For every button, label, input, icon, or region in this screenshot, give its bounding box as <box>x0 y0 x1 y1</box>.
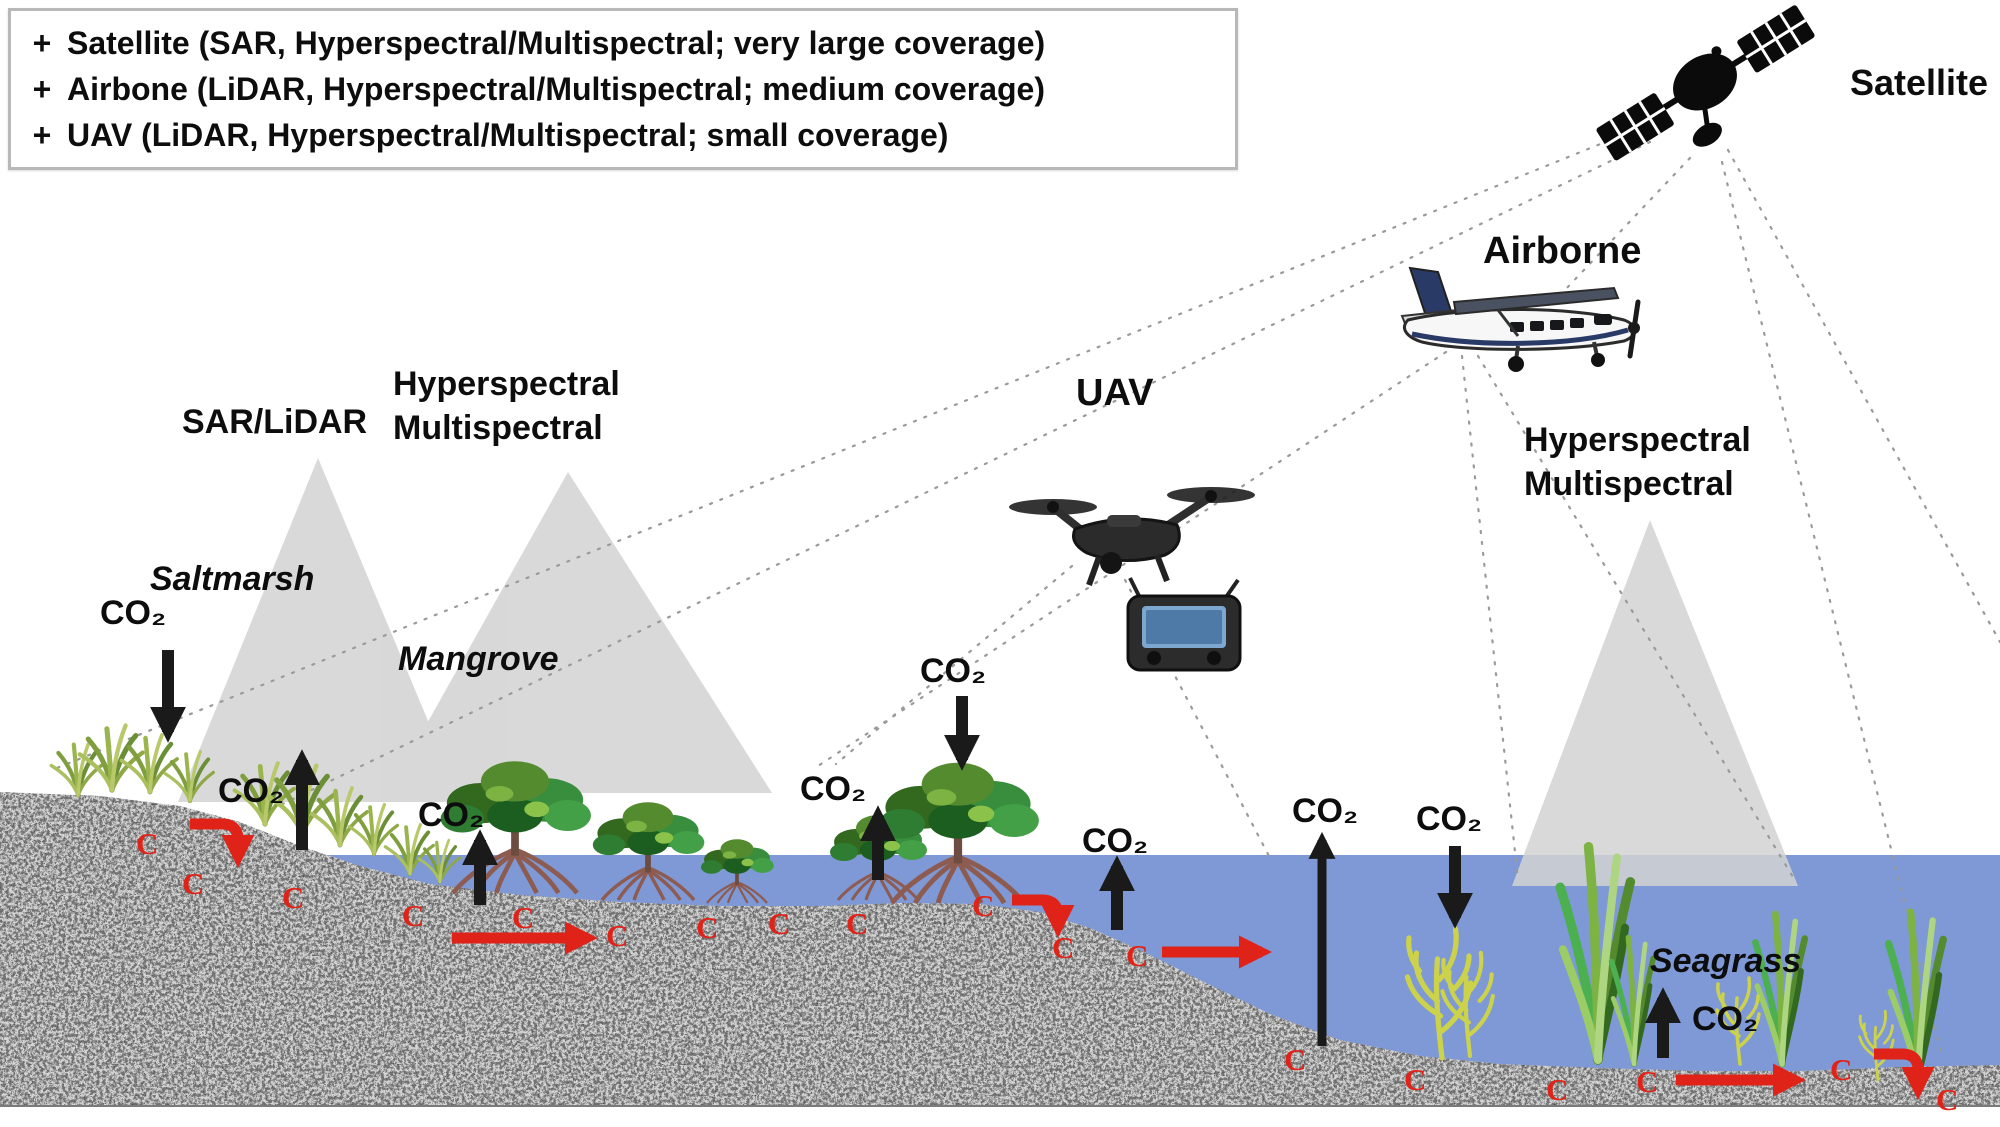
carbon-label: C <box>282 880 305 915</box>
legend-box: + Satellite (SAR, Hyperspectral/Multispe… <box>8 8 1238 170</box>
scan-line <box>1726 148 2000 644</box>
legend-item-airborne: + Airbone (LiDAR, Hyperspectral/Multispe… <box>29 67 1217 111</box>
hyperspectral-multispectral-label-left: Hyperspectral Multispectral <box>393 362 620 450</box>
carbon-label: C <box>182 866 205 901</box>
carbon-label: C <box>846 906 869 941</box>
hyperspectral-coverage-cone-right <box>1512 520 1798 886</box>
legend-item-text: Satellite (SAR, Hyperspectral/Multispect… <box>67 25 1046 61</box>
legend-item-text: Airbone (LiDAR, Hyperspectral/Multispect… <box>67 71 1045 107</box>
co2-flux-arrows <box>150 650 1681 1058</box>
carbon-label: C <box>1404 1062 1427 1097</box>
satellite-label: Satellite <box>1850 62 1989 103</box>
plus-bullet-icon: + <box>32 25 52 61</box>
carbon-label: C <box>1126 938 1149 973</box>
carbon-label: C <box>512 900 535 935</box>
mangrove-label: Mangrove <box>398 640 559 678</box>
scan-line <box>1476 354 1798 884</box>
hyperspectral-multispectral-label-right: Hyperspectral Multispectral <box>1524 418 1751 506</box>
legend-item-uav: + UAV (LiDAR, Hyperspectral/Multispectra… <box>29 113 1217 157</box>
satellite-icon <box>1596 5 1815 161</box>
scan-line <box>1720 160 1944 1058</box>
scan-line <box>834 564 1074 766</box>
scan-line <box>50 126 1642 772</box>
carbon-label: C <box>768 906 791 941</box>
carbon-burial-arrow <box>1874 1048 1935 1100</box>
co2-label: CO₂ <box>800 770 867 808</box>
sar-lidar-sensor-label: SAR/LiDAR <box>182 403 368 441</box>
carbon-label: C <box>1830 1052 1853 1087</box>
carbon-label: C <box>136 826 159 861</box>
carbon-label: C <box>1636 1064 1659 1099</box>
scan-line <box>256 140 1652 818</box>
uav-drone-icon <box>1009 487 1255 587</box>
co2-label: CO₂ <box>100 594 167 632</box>
sensor-line-2: Multispectral <box>393 409 603 447</box>
legend-item-satellite: + Satellite (SAR, Hyperspectral/Multispe… <box>29 21 1217 65</box>
sar-lidar-coverage-cone <box>178 458 462 802</box>
coverage-cones <box>178 458 1798 886</box>
carbon-label: C <box>1284 1042 1307 1077</box>
carbon-label: C <box>402 898 425 933</box>
carbon-label: C <box>1546 1072 1569 1107</box>
seagrass-label: Seagrass <box>1650 942 1802 980</box>
co2-label: CO₂ <box>1082 822 1149 860</box>
hyperspectral-coverage-cone-left <box>388 472 772 793</box>
saltmarsh-label: Saltmarsh <box>150 560 315 598</box>
carbon-flux-arrows <box>190 818 1935 1100</box>
plus-bullet-icon: + <box>32 71 52 107</box>
plus-bullet-icon: + <box>32 117 52 153</box>
sensor-line-1: Hyperspectral <box>1524 421 1751 459</box>
airborne-label: Airborne <box>1483 230 1642 272</box>
co2-label: CO₂ <box>1292 792 1359 830</box>
uav-label: UAV <box>1076 372 1154 414</box>
scan-line <box>1563 156 1692 292</box>
co2-label: CO₂ <box>1416 800 1483 838</box>
co2-label: CO₂ <box>218 772 285 810</box>
scan-line <box>1123 578 1272 860</box>
carbon-burial-arrow <box>190 818 255 868</box>
co2-label: CO₂ <box>418 796 485 834</box>
co2-label: CO₂ <box>920 652 987 690</box>
sensor-line-1: Hyperspectral <box>393 365 620 403</box>
carbon-label: C <box>1936 1082 1959 1117</box>
grass-tuft <box>80 725 143 790</box>
carbon-label: C <box>606 918 629 953</box>
carbon-label: C <box>1052 930 1075 965</box>
scan-line <box>1460 354 1520 882</box>
carbon-label: C <box>696 910 719 945</box>
grass-tuft <box>347 802 400 856</box>
legend-item-text: UAV (LiDAR, Hyperspectral/Multispectral;… <box>67 117 949 153</box>
airplane-icon <box>1400 266 1641 372</box>
sensor-line-2: Multispectral <box>1524 465 1734 503</box>
carbon-label: C <box>972 888 995 923</box>
carbon-burial-arrow <box>1012 894 1075 938</box>
remote-controller-icon <box>1126 577 1242 672</box>
co2-label: CO₂ <box>1692 1000 1759 1038</box>
